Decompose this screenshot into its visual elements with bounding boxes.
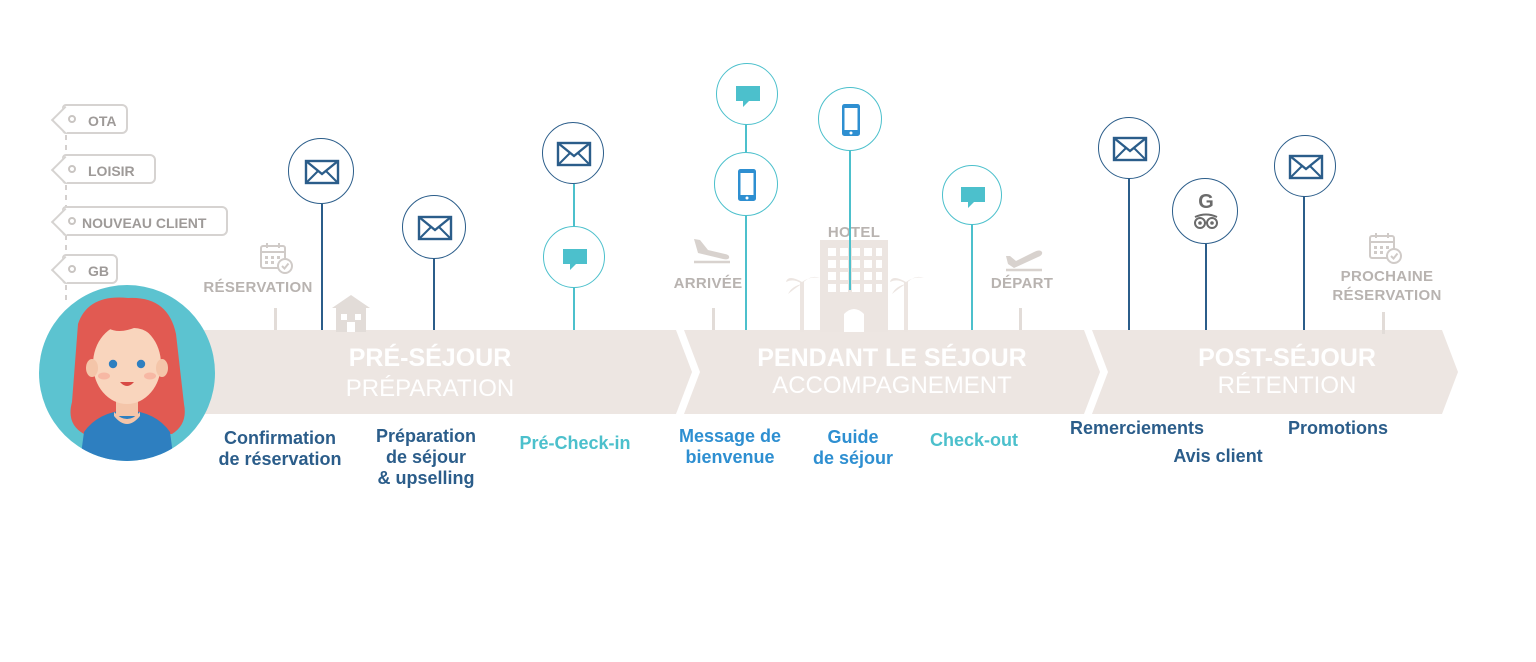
tag-loisir: LOISIR <box>62 154 156 184</box>
touchpoint-stem <box>971 222 973 330</box>
phase-title: PRÉ-SÉJOUR <box>348 344 512 372</box>
step-guide-sejour: Guide de séjour <box>812 427 894 468</box>
milestone-reservation: RÉSERVATION <box>203 279 313 296</box>
smartphone-icon <box>818 87 882 151</box>
touchpoint-stem <box>1303 196 1305 330</box>
phase-subtitle: RÉTENTION <box>1217 372 1357 399</box>
email-icon <box>1274 135 1336 197</box>
tag-label: OTA <box>88 113 117 129</box>
plane-takeoff-icon <box>1006 250 1043 272</box>
step-avis-client: Avis client <box>1173 446 1263 466</box>
touchpoint-stem <box>849 150 851 290</box>
touchpoint-stem <box>1205 244 1207 330</box>
tag-gb: GB <box>62 254 118 284</box>
milestone-post <box>1019 308 1022 330</box>
step-remerciements: Remerciements <box>1069 418 1205 438</box>
google-tripadvisor-icon: G <box>1172 178 1238 244</box>
tag-nouveau-client: NOUVEAU CLIENT <box>62 206 228 236</box>
phase-subtitle: ACCOMPAGNEMENT <box>772 372 1012 399</box>
tag-label: GB <box>88 263 109 279</box>
email-icon <box>402 195 466 259</box>
touchpoint-stem <box>321 204 323 330</box>
email-icon <box>288 138 354 204</box>
milestone-post <box>1382 312 1385 334</box>
phase-arrow-post-sejour <box>1092 330 1458 414</box>
phase-subtitle: PRÉPARATION <box>345 375 515 402</box>
phase-title: PENDANT LE SÉJOUR <box>757 344 1027 372</box>
touchpoint-stem <box>433 258 435 330</box>
milestone-post <box>274 308 277 330</box>
milestone-post <box>712 308 715 330</box>
milestone-prochaine-reservation: PROCHAINE RÉSERVATION <box>1332 268 1442 304</box>
chat-bubble-icon <box>543 226 605 288</box>
calendar-check-icon <box>1369 233 1402 264</box>
chat-bubble-icon <box>942 165 1002 225</box>
chat-bubble-icon <box>716 63 778 125</box>
phase-arrow-pre-sejour <box>200 330 692 414</box>
email-icon <box>1098 117 1160 179</box>
hotel-building-icon <box>786 240 924 332</box>
milestone-depart: DÉPART <box>990 275 1054 292</box>
email-icon <box>542 122 604 184</box>
step-preparation: Préparation de séjour & upselling <box>375 426 477 488</box>
step-check-out: Check-out <box>929 430 1018 450</box>
step-promotions: Promotions <box>1287 418 1388 438</box>
milestone-arrivee: ARRIVÉE <box>673 275 743 292</box>
touchpoint-stem <box>1128 178 1130 330</box>
phase-title: POST-SÉJOUR <box>1198 344 1376 372</box>
step-message-bienvenue: Message de bienvenue <box>678 426 782 467</box>
tag-label: NOUVEAU CLIENT <box>82 215 207 231</box>
milestone-hotel: HOTEL <box>827 224 881 241</box>
plane-landing-icon <box>694 239 730 264</box>
svg-text:G: G <box>1198 191 1214 213</box>
step-pre-check-in: Pré-Check-in <box>519 433 631 453</box>
tag-ota: OTA <box>62 104 128 134</box>
step-confirmation: Confirmation de réservation <box>218 428 342 469</box>
calendar-check-icon <box>260 243 293 274</box>
guest-avatar <box>39 285 215 461</box>
touchpoint-stem <box>745 124 747 330</box>
smartphone-icon <box>714 152 778 216</box>
house-icon <box>332 295 370 332</box>
phase-arrow-pendant-sejour <box>684 330 1100 414</box>
tag-label: LOISIR <box>88 163 135 179</box>
